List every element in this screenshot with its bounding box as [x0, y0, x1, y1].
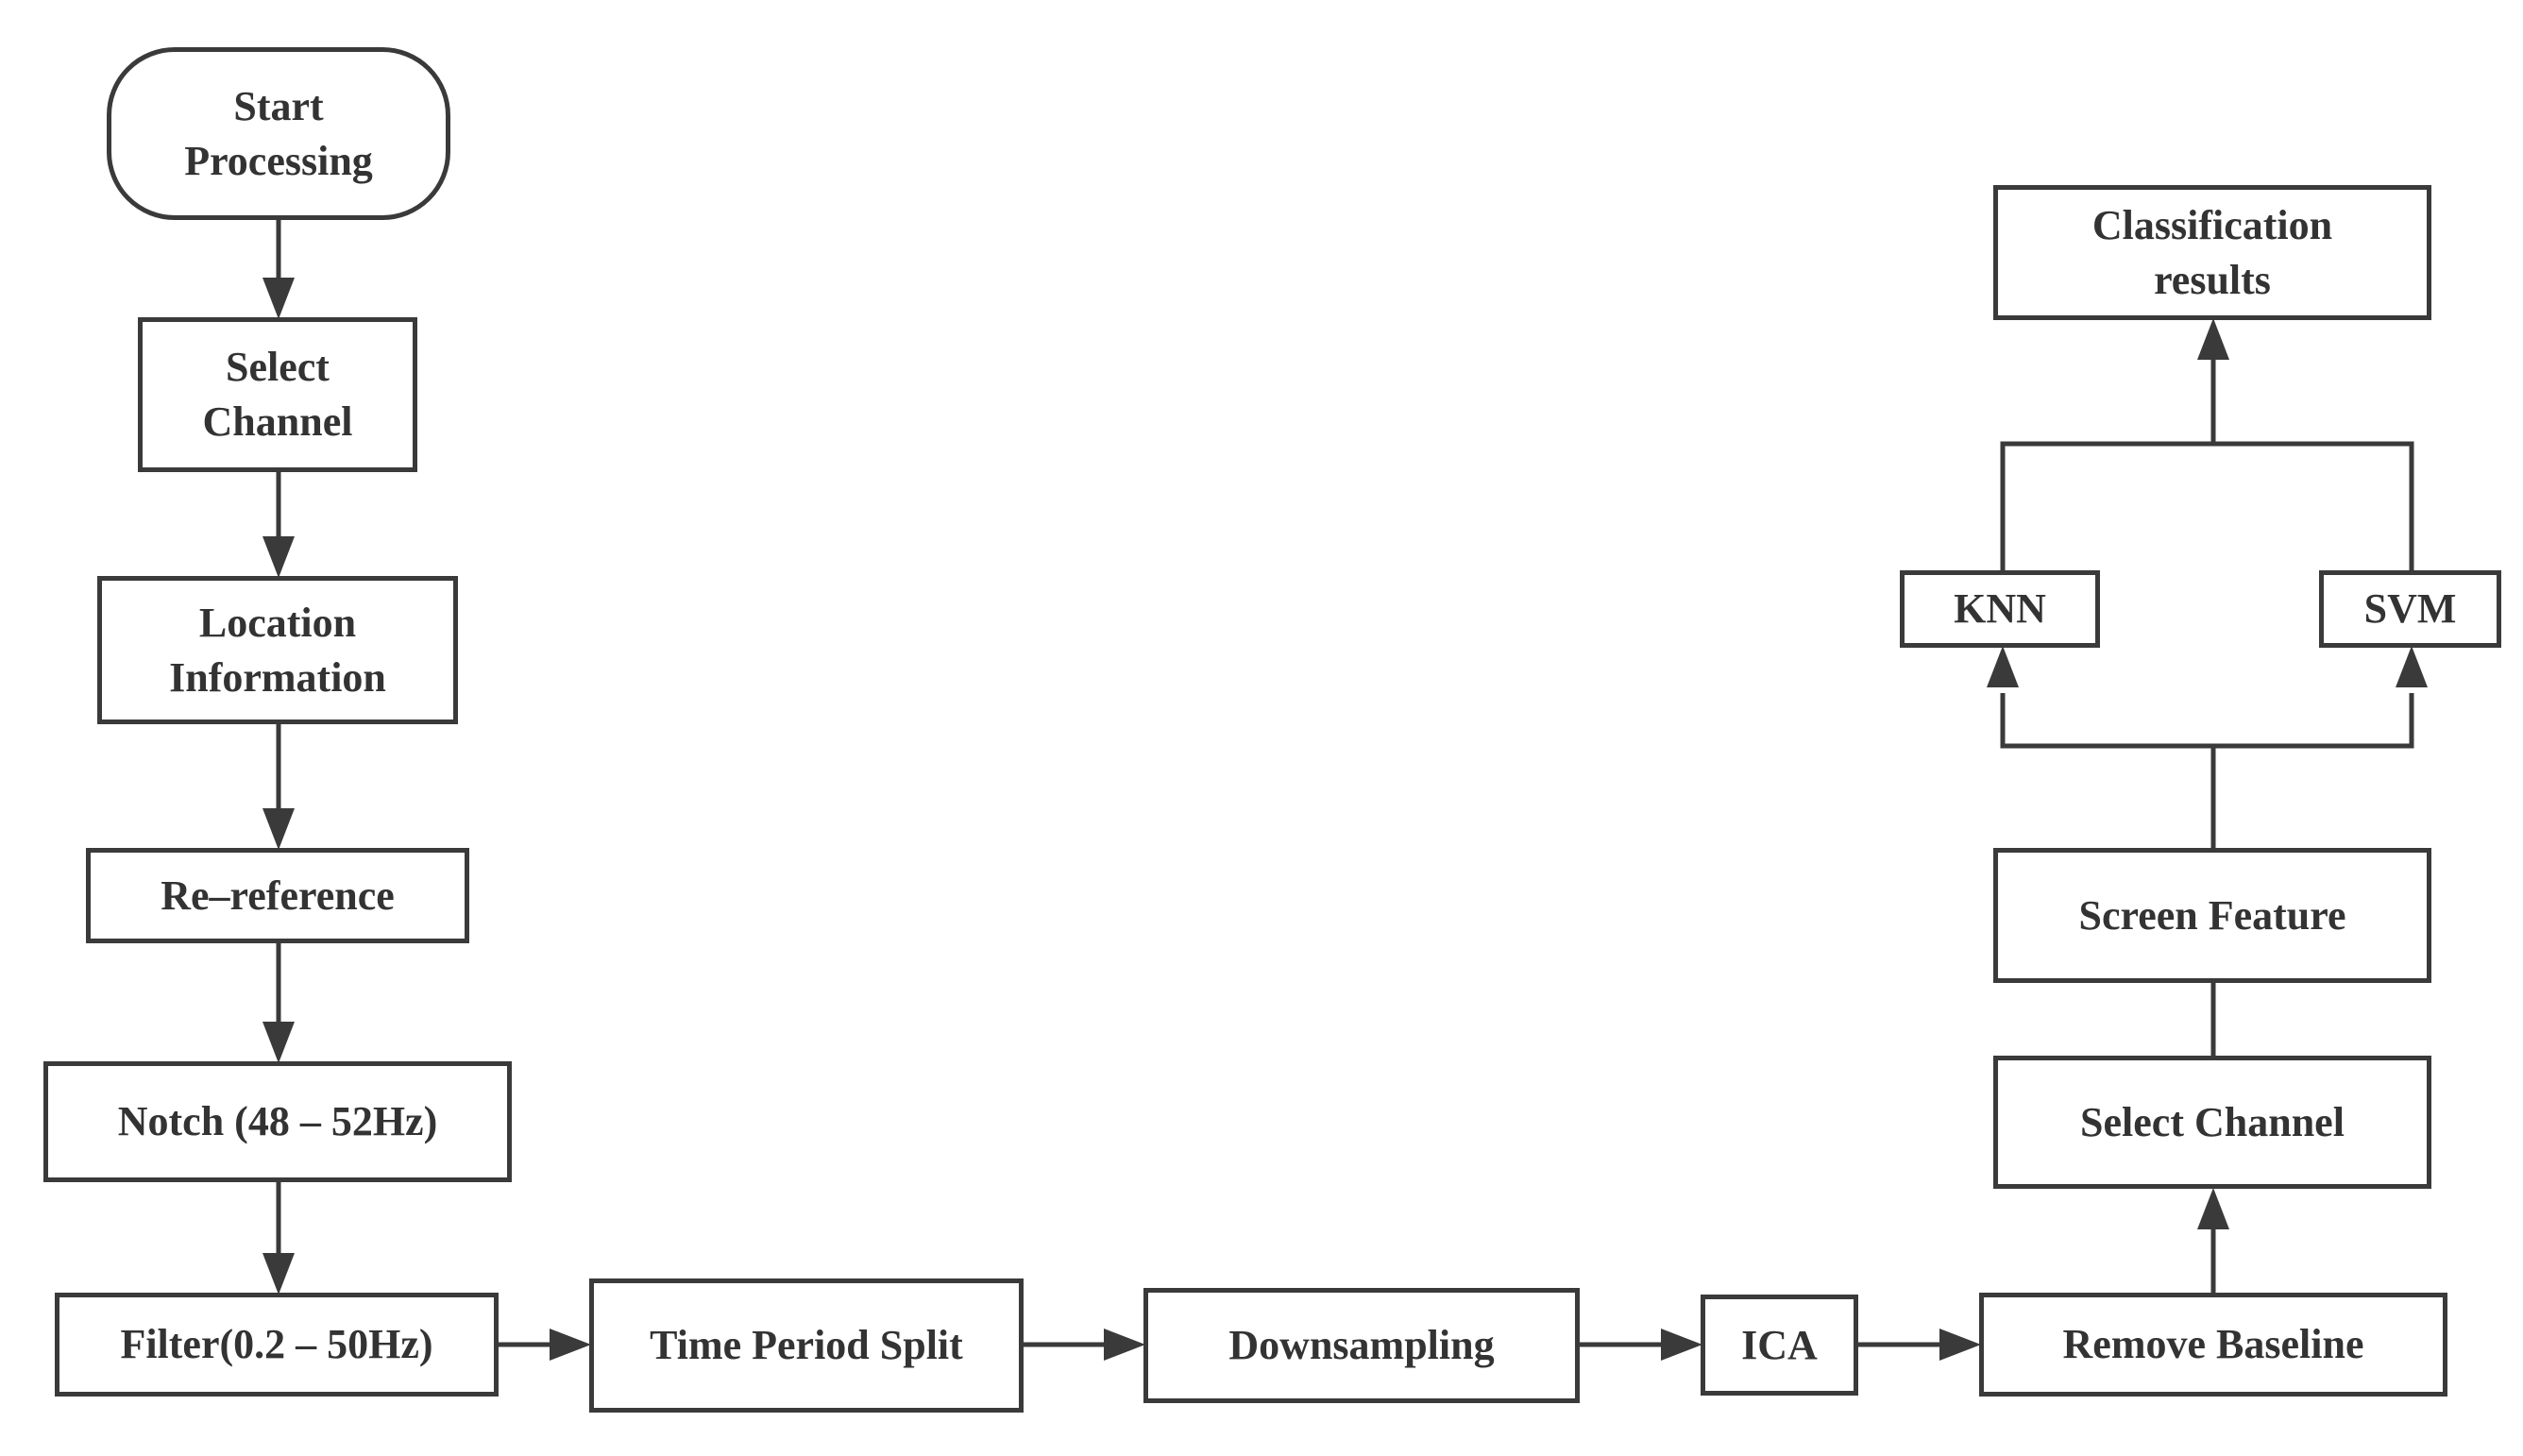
svm-node: SVM	[2319, 570, 2501, 648]
edge-time-period-split-to-downsampling	[1024, 1329, 1145, 1361]
re-reference-node: Re–reference	[86, 848, 469, 943]
remove-baseline-node: Remove Baseline	[1979, 1293, 2447, 1397]
select-channel-node: Select Channel	[138, 317, 417, 472]
edge-select-channel-to-location-information	[262, 472, 295, 578]
edge-re-reference-to-notch	[262, 943, 295, 1063]
screen-feature-node: Screen Feature	[1993, 848, 2431, 983]
edge-notch-to-filter	[262, 1182, 295, 1295]
edge-start-to-select-channel	[262, 220, 295, 319]
edge-downsampling-to-ica	[1580, 1329, 1702, 1361]
notch-filter-node: Notch (48 – 52Hz)	[43, 1061, 512, 1182]
downsampling-node: Downsampling	[1143, 1288, 1580, 1403]
edge-filter-to-time-period-split	[499, 1329, 591, 1361]
ica-node: ICA	[1701, 1295, 1858, 1396]
edge-remove-baseline-to-select-channel	[2197, 1188, 2229, 1293]
location-information-node: Location Information	[97, 576, 458, 724]
bandpass-filter-node: Filter(0.2 – 50Hz)	[55, 1293, 499, 1397]
edge-screen-feature-to-classifiers	[1987, 646, 2428, 848]
time-period-split-node: Time Period Split	[589, 1278, 1024, 1413]
edge-location-information-to-re-reference	[262, 724, 295, 850]
select-channel-2-node: Select Channel	[1993, 1056, 2431, 1189]
edge-classifiers-to-classification-results	[2000, 318, 2414, 570]
knn-node: KNN	[1900, 570, 2100, 648]
start-processing-node: Start Processing	[107, 47, 450, 220]
edge-ica-to-remove-baseline	[1858, 1329, 1981, 1361]
classification-results-node: Classification results	[1993, 185, 2431, 320]
